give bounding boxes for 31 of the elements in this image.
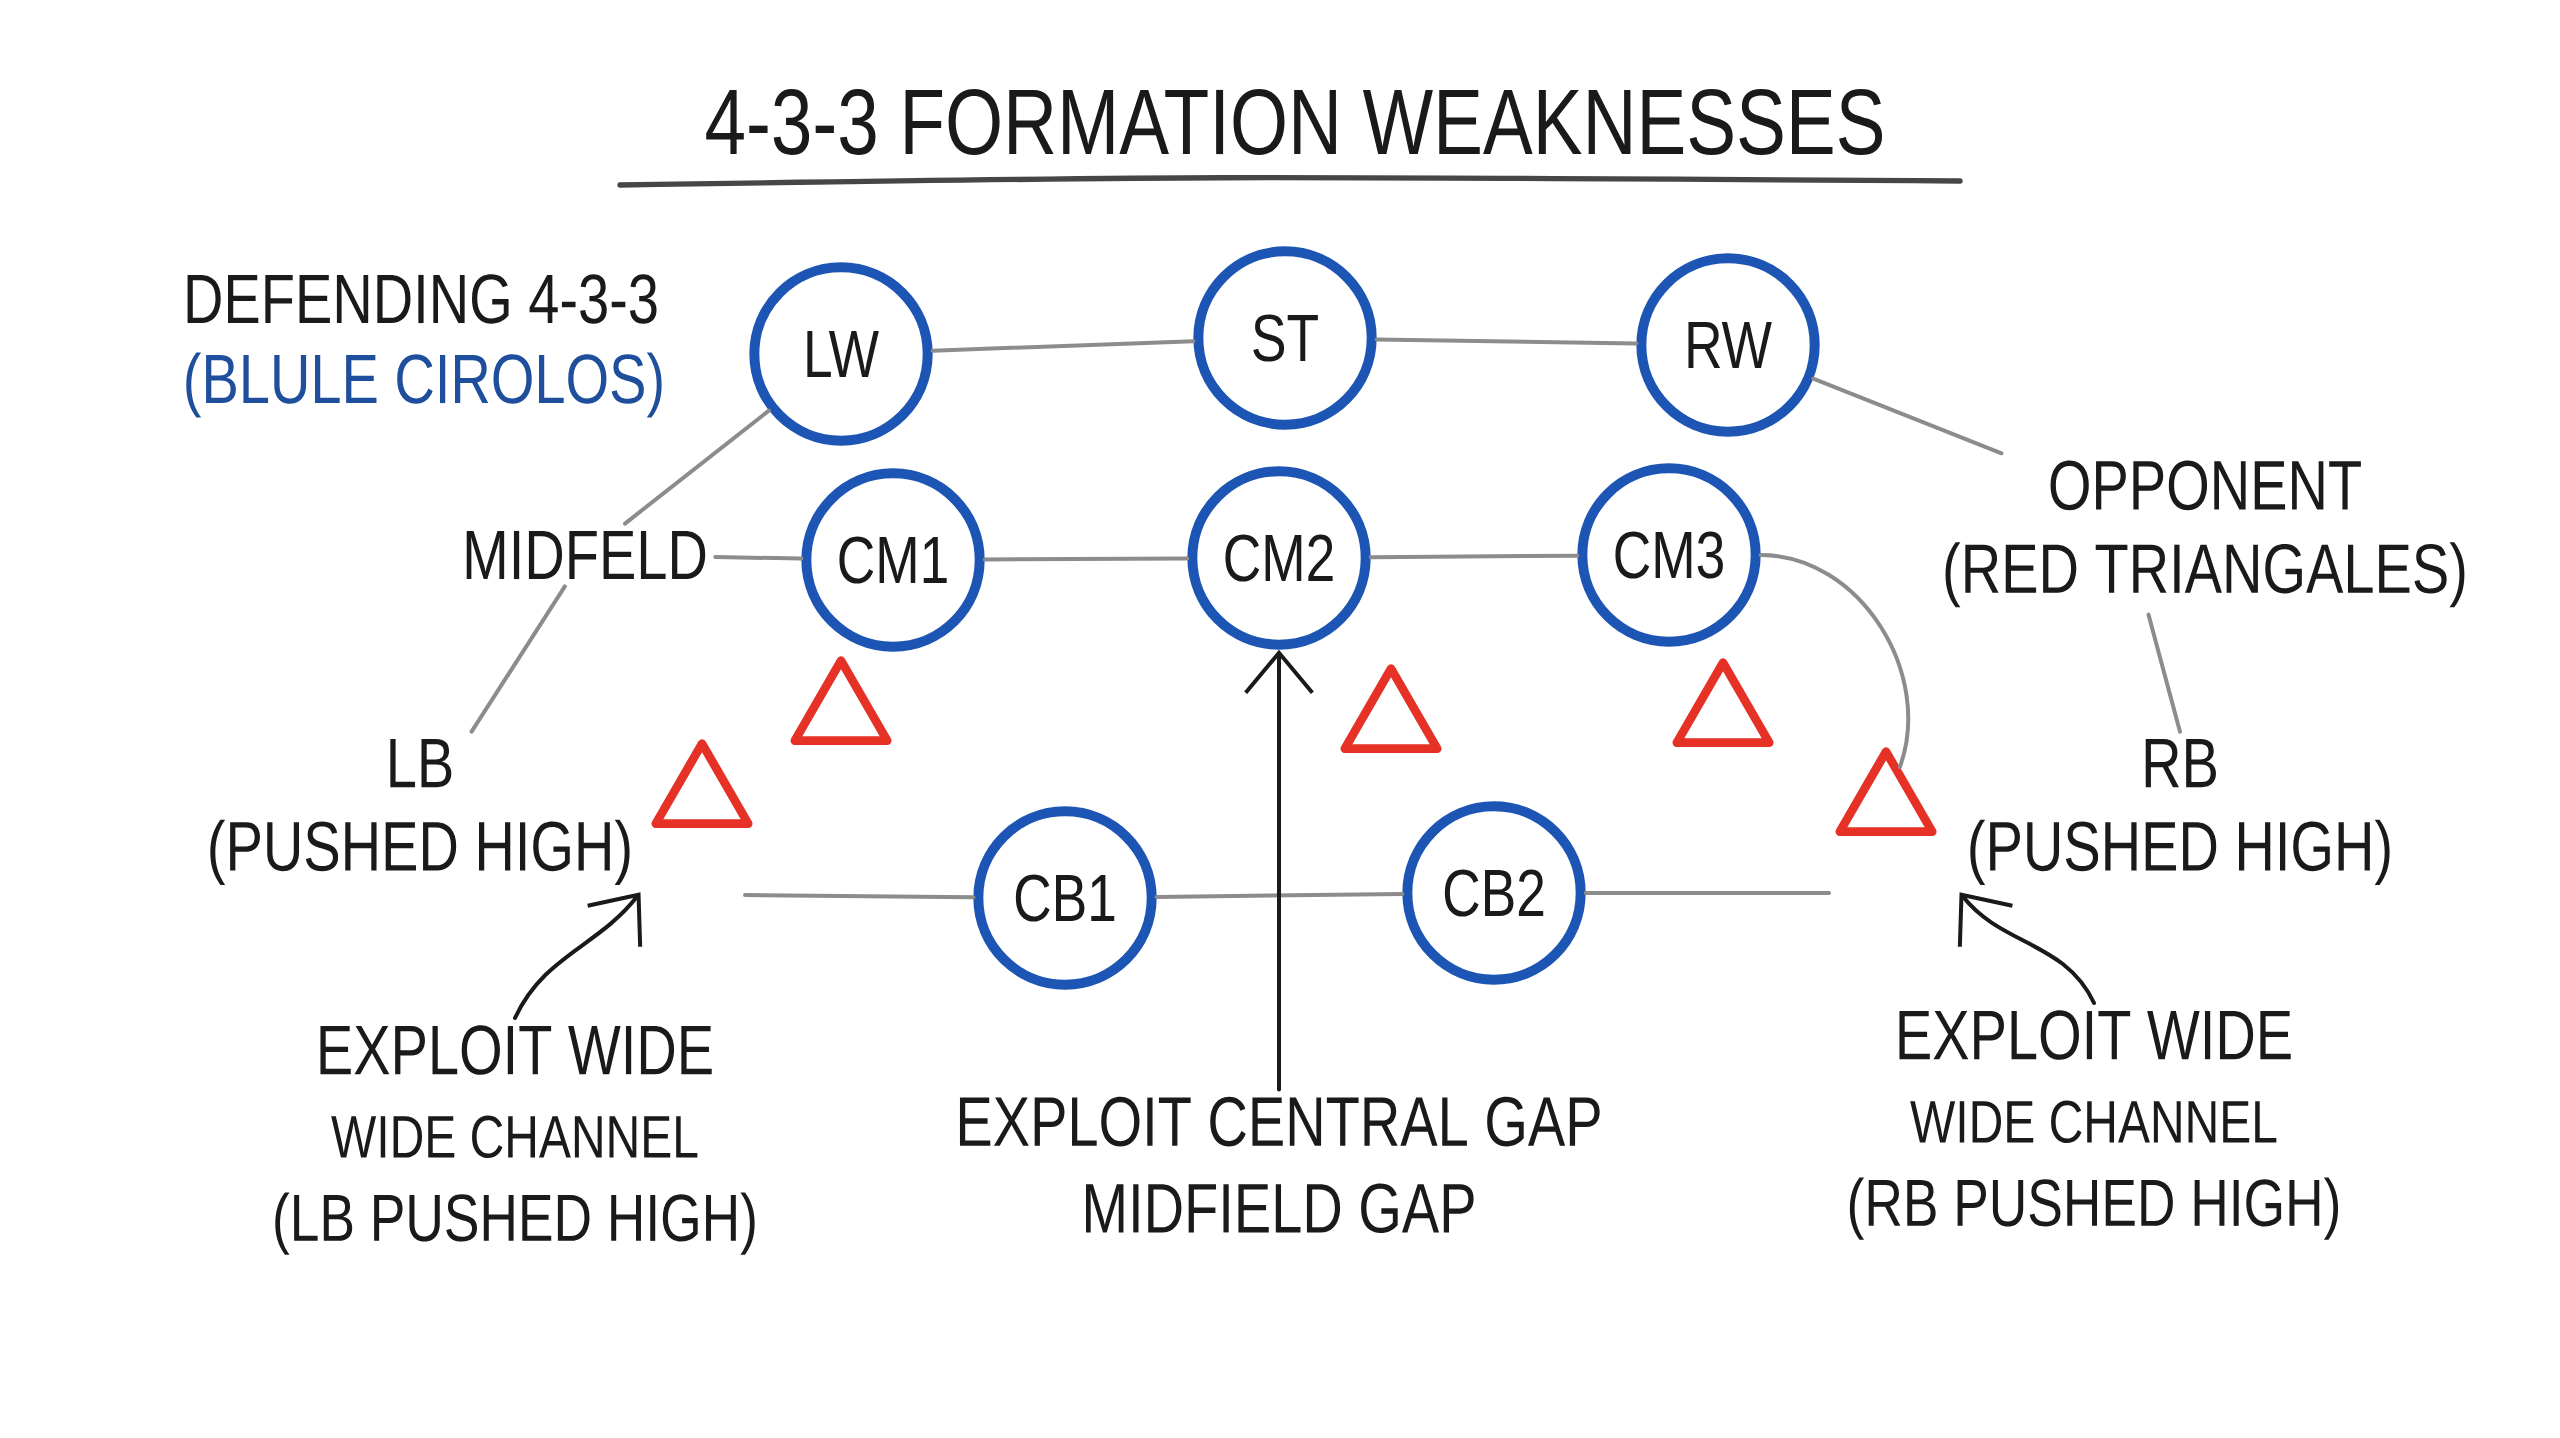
connector-line — [1583, 891, 1831, 895]
annotation-text: EXPLOIT WIDE WIDE CHANNEL (RB PUSHED HIGH) — [1849, 1010, 2339, 1240]
connector-line — [1758, 553, 1911, 769]
arrow — [1244, 649, 1314, 1092]
arrow — [1957, 892, 2096, 1005]
connector-line — [1374, 337, 1639, 346]
connector-line — [469, 584, 567, 734]
key-label: DEFENDING 4-3-3 — [187, 274, 657, 324]
connector-line — [743, 893, 976, 900]
annotation-text: EXPLOIT CENTRAL GAP MIDFIELD GAP — [960, 1096, 1600, 1234]
row-label: MIDFELD — [466, 530, 706, 580]
opponent-triangle — [1340, 664, 1442, 753]
connector-line — [1811, 376, 2004, 456]
opponent-triangle — [790, 656, 892, 745]
opponent-triangle — [1835, 747, 1937, 836]
position-label: LB (PUSHED HIGH) — [210, 739, 630, 885]
key-label: OPPONENT (RED TRIANGALES) — [1945, 460, 2465, 608]
position-label: RB (PUSHED HIGH) — [1970, 739, 2390, 885]
annotation-text: EXPLOIT WIDE WIDE CHANNEL (LB PUSHED HIGH) — [275, 1025, 755, 1255]
connector-line — [623, 408, 771, 526]
connector-line — [982, 556, 1190, 562]
key-label: (BLULE CIROLOS) — [186, 352, 662, 418]
opponent-triangle — [1672, 658, 1774, 747]
opponent-triangle — [651, 739, 753, 828]
connector-line — [1368, 553, 1580, 560]
arrow — [513, 892, 643, 1020]
connector-line — [2146, 612, 2182, 734]
connector-line — [713, 555, 804, 561]
connector-line — [930, 339, 1196, 353]
connector-line — [1154, 892, 1405, 899]
title: 4-3-3 FORMATION WEAKNESSES — [706, 88, 1883, 155]
